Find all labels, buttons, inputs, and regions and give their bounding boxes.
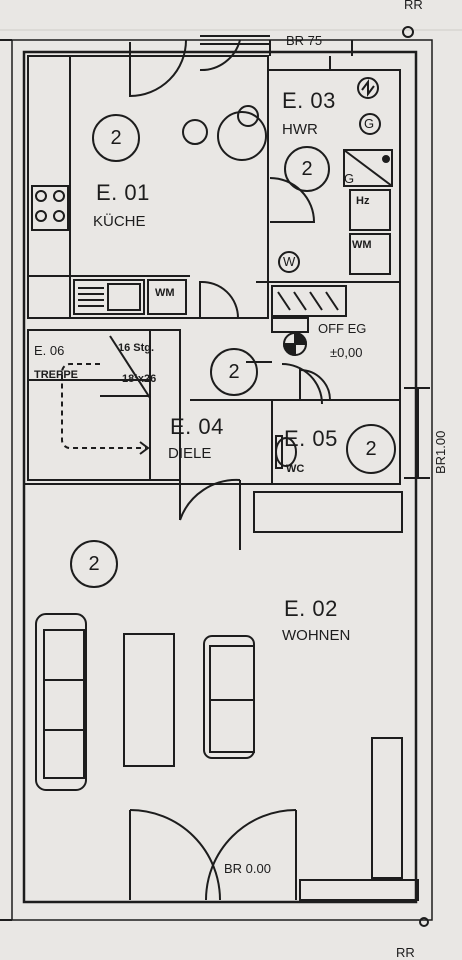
shaft <box>256 281 401 400</box>
room-name-stairs: TREPPE <box>34 369 79 381</box>
room-name-hwr: HWR <box>282 121 318 138</box>
stair-steps-label: 16 Stg. <box>118 342 155 354</box>
wc-symbol-hwr: W <box>283 254 296 269</box>
heater-label: Hz <box>356 195 370 207</box>
top-window <box>200 35 353 56</box>
stair-dimensions-label: 18¹x26 <box>122 373 157 385</box>
door-label-bottom: BR 0.00 <box>224 861 271 876</box>
room-name-living: WOHNEN <box>282 627 351 644</box>
level-label: OFF EG <box>318 321 367 336</box>
hwr-washing-machine-label: WM <box>352 239 372 251</box>
room-name-kitchen: KÜCHE <box>93 213 146 230</box>
wc-room <box>271 363 430 485</box>
room-code-kitchen: E. 01 <box>96 180 150 205</box>
room-code-stairs: E. 06 <box>34 343 65 358</box>
kitchen-washing-machine-label: WM <box>155 287 175 299</box>
gas-box-symbol: G <box>344 171 355 186</box>
zone-badge-kitchen: 2 <box>92 114 140 162</box>
room-code-wc: E. 05 <box>284 426 338 451</box>
hallway <box>24 361 272 550</box>
zone-badge-living: 2 <box>70 540 118 588</box>
gas-meter-symbol: G <box>364 116 375 131</box>
room-name-hallway: DIELE <box>168 445 212 462</box>
kitchen-walls <box>27 39 269 319</box>
room-code-hwr: E. 03 <box>282 88 336 113</box>
living-furniture <box>35 26 429 927</box>
window-label-top: BR 75 <box>286 33 323 48</box>
zone-badge-wc: 2 <box>346 424 396 474</box>
room-code-living: E. 02 <box>284 596 338 621</box>
staircase <box>27 329 181 481</box>
corner-mark-bottom: RR <box>396 945 415 960</box>
level-value: ±0,00 <box>330 345 363 360</box>
window-label-right: BR1.00 <box>433 430 448 474</box>
zone-badge-hwr: 2 <box>284 146 330 192</box>
room-code-hallway: E. 04 <box>170 414 224 439</box>
level-marker <box>282 331 308 357</box>
zone-badge-hallway: 2 <box>210 348 258 396</box>
room-name-wc: WC <box>286 463 305 475</box>
corner-mark-top: RR <box>404 0 423 12</box>
